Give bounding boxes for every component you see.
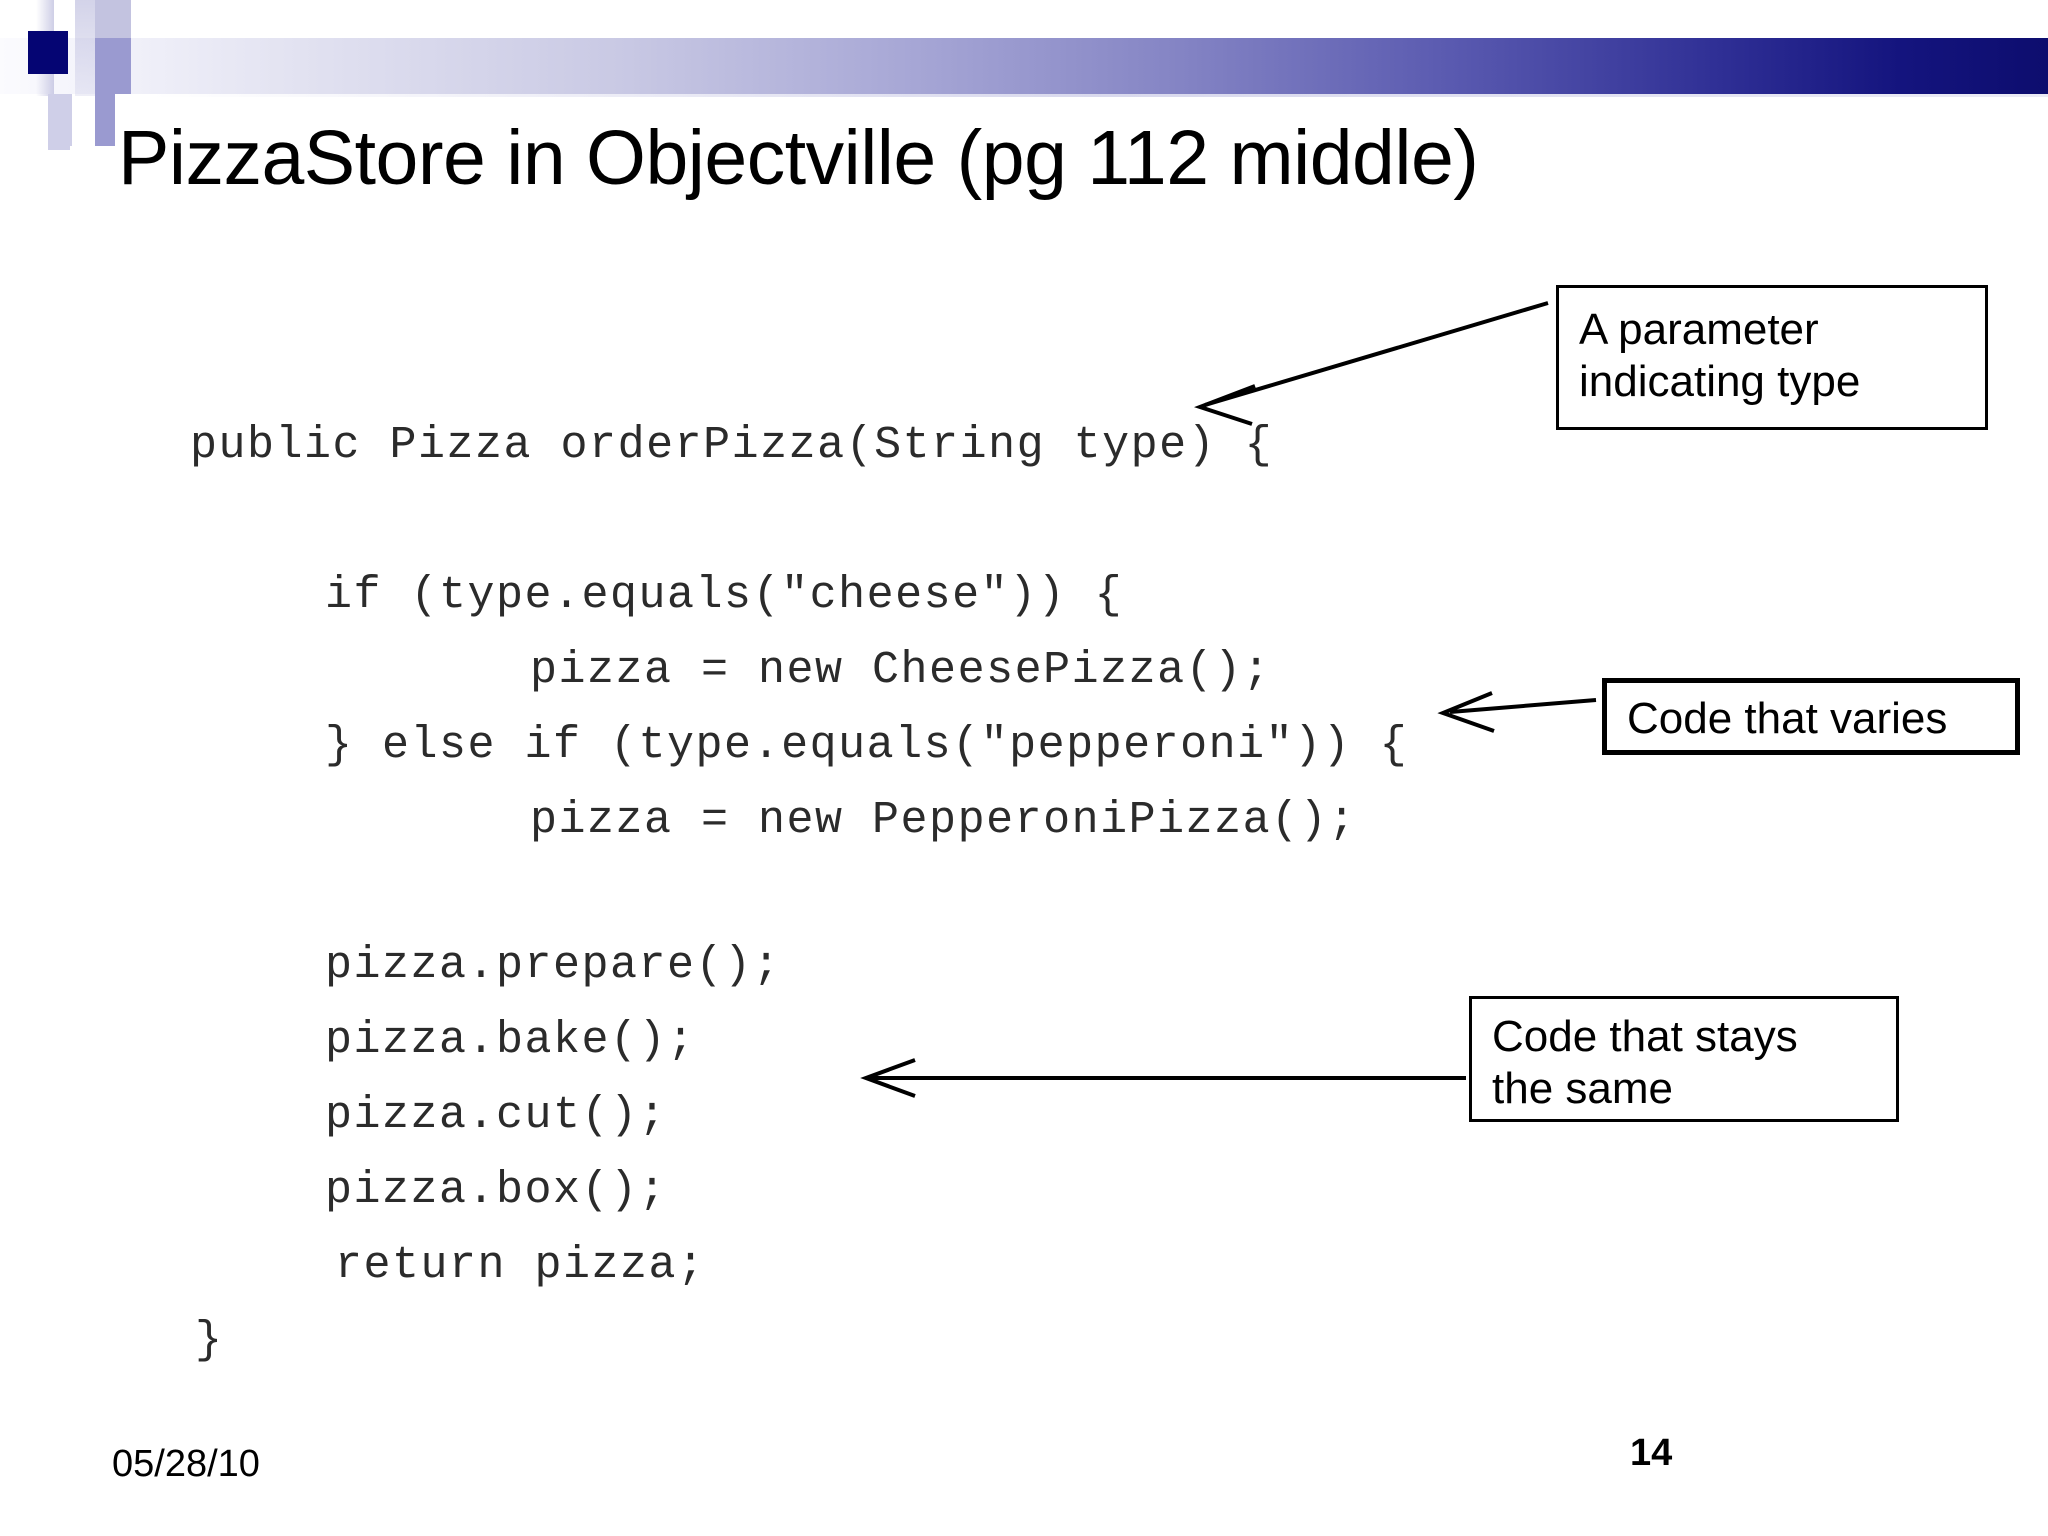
footer-page-number: 14 <box>1630 1432 1673 1474</box>
slide-title: PizzaStore in Objectville (pg 112 middle… <box>118 115 1479 201</box>
header-underline <box>150 94 2048 97</box>
decor-square-top <box>95 0 131 38</box>
arrow-to-parameter <box>1194 301 1549 426</box>
code-line-method-signature: public Pizza orderPizza(String type) { <box>190 420 1274 471</box>
callout-varies-line1: Code that varies <box>1627 694 1948 743</box>
code-line-pizza-cut: pizza.cut(); <box>325 1090 668 1141</box>
footer-date: 05/28/10 <box>112 1443 260 1485</box>
arrow-to-varies <box>1437 691 1597 733</box>
callout-same-line1: Code that stays <box>1492 1012 1798 1061</box>
code-line-else-if-pepperoni: } else if (type.equals("pepperoni")) { <box>325 720 1409 771</box>
arrow-to-stays-same <box>860 1058 1466 1098</box>
callout-code-that-stays-same: Code that stays the same <box>1469 996 1899 1122</box>
callout-same-line2: the same <box>1492 1063 1673 1113</box>
header-gradient-band <box>0 38 2048 94</box>
code-line-pizza-bake: pizza.bake(); <box>325 1015 696 1066</box>
decor-square-mid-right <box>95 38 131 94</box>
code-line-pizza-box: pizza.box(); <box>325 1165 668 1216</box>
callout-code-that-varies: Code that varies <box>1602 678 2020 755</box>
code-line-if-cheese: if (type.equals("cheese")) { <box>325 570 1124 621</box>
callout-parameter-line1: A parameter <box>1579 305 1819 354</box>
code-line-return-pizza: return pizza; <box>335 1240 706 1291</box>
decor-square-lower-right <box>95 94 115 146</box>
code-line-closing-brace: } <box>195 1315 224 1366</box>
decor-vertical-light-bar <box>75 0 95 96</box>
code-line-new-cheese-pizza: pizza = new CheesePizza(); <box>530 645 1272 696</box>
decor-square-lower-left <box>48 94 72 150</box>
decor-square-bottom <box>70 146 92 202</box>
callout-parameter: A parameter indicating type <box>1556 285 1988 430</box>
code-line-pizza-prepare: pizza.prepare(); <box>325 940 782 991</box>
callout-parameter-line2: indicating type <box>1579 356 1861 406</box>
decor-square-navy <box>28 31 68 74</box>
code-line-new-pepperoni-pizza: pizza = new PepperoniPizza(); <box>530 795 1357 846</box>
